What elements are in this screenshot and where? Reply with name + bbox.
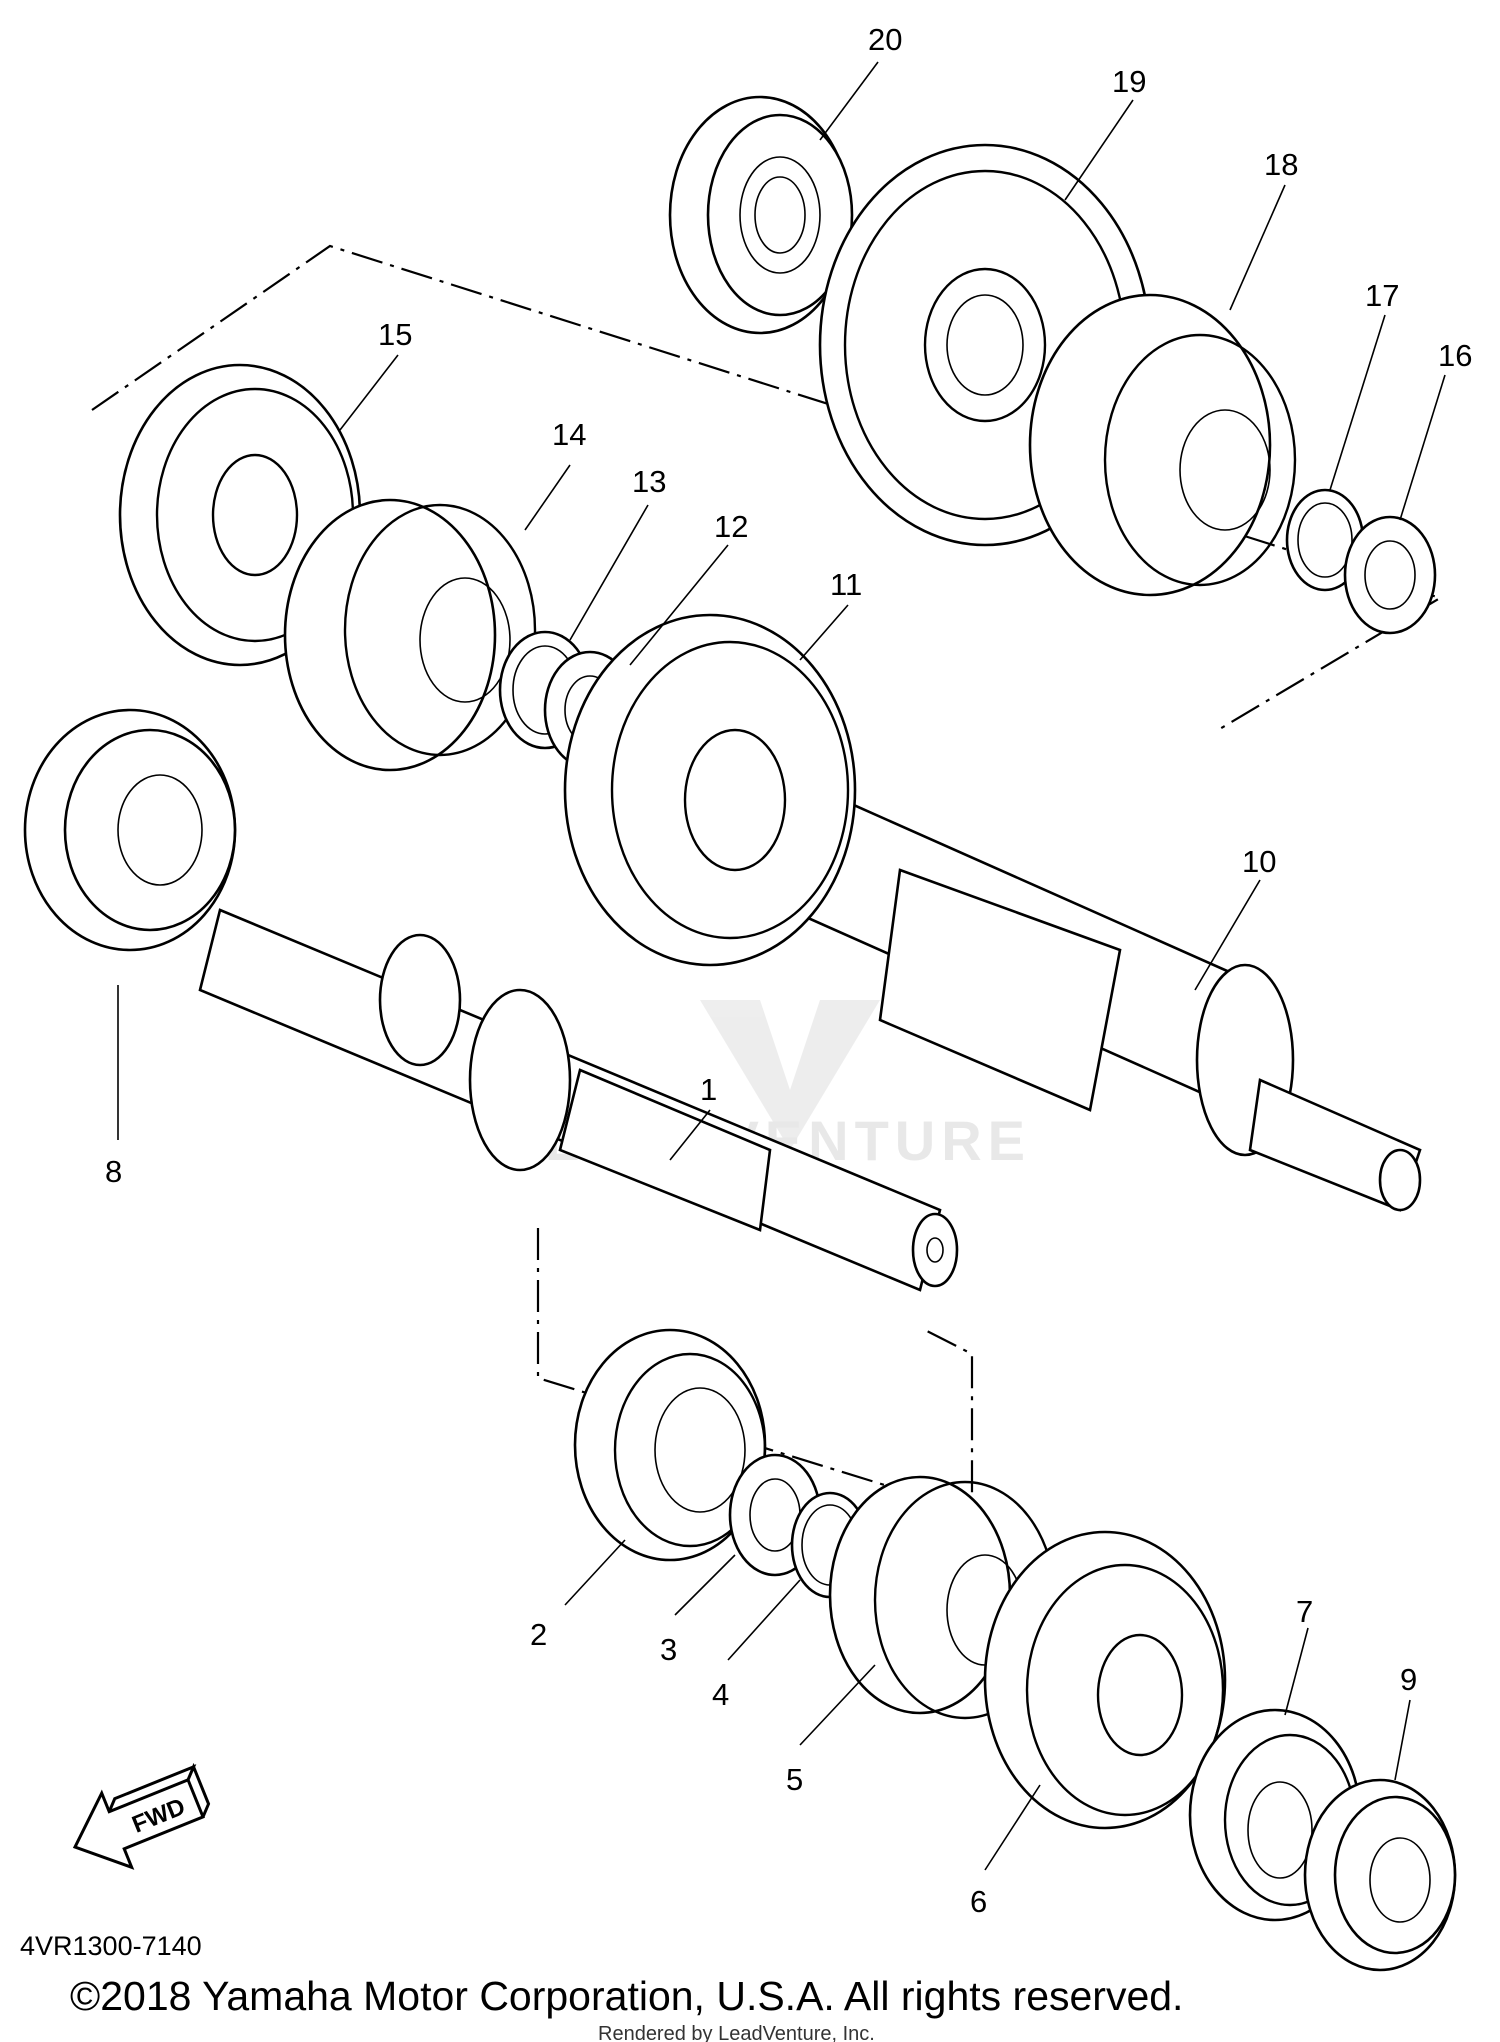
- assembly-outline-upper: [91, 244, 1443, 731]
- callout-11[interactable]: 11: [830, 567, 862, 602]
- callout-9[interactable]: 9: [1400, 1662, 1417, 1697]
- part-17-circlip: [1285, 488, 1365, 592]
- rendered-by-text: Rendered by LeadVenture, Inc.: [598, 2023, 875, 2042]
- callout-labels: 20 19 18 17 16 15 14 13 12 11 10 1 8 2 3…: [105, 22, 1472, 1919]
- callout-5[interactable]: 5: [786, 1762, 803, 1797]
- part-20-bearing: [668, 95, 854, 335]
- part-10-drive-axle: [788, 788, 1422, 1212]
- part-9-bearing: [1303, 1778, 1457, 1972]
- callout-8[interactable]: 8: [105, 1154, 122, 1189]
- diagram-code: 4VR1300-7140: [20, 1931, 202, 1961]
- callout-3[interactable]: 3: [660, 1632, 677, 1667]
- callout-4[interactable]: 4: [712, 1677, 729, 1712]
- part-1-main-axle: [198, 908, 959, 1292]
- fwd-arrow-icon: FWD: [72, 1762, 211, 1870]
- callout-10[interactable]: 10: [1242, 844, 1276, 879]
- part-6-gear: [983, 1530, 1227, 1830]
- callout-19[interactable]: 19: [1112, 64, 1146, 99]
- part-18-gear: [1028, 293, 1297, 597]
- part-14-gear: [283, 498, 537, 772]
- leader-lines: [117, 61, 1446, 1871]
- callout-15[interactable]: 15: [378, 317, 412, 352]
- callout-14[interactable]: 14: [552, 417, 586, 452]
- callout-18[interactable]: 18: [1264, 147, 1298, 182]
- part-8-bearing: [23, 708, 237, 952]
- callout-7[interactable]: 7: [1296, 1594, 1313, 1629]
- callout-1[interactable]: 1: [700, 1072, 717, 1107]
- callout-20[interactable]: 20: [868, 22, 902, 57]
- part-16-washer: [1343, 515, 1437, 635]
- callout-13[interactable]: 13: [632, 464, 666, 499]
- callout-6[interactable]: 6: [970, 1884, 987, 1919]
- part-2-gear: [573, 1328, 767, 1562]
- callout-2[interactable]: 2: [530, 1617, 547, 1652]
- copyright-text: ©2018 Yamaha Motor Corporation, U.S.A. A…: [70, 1973, 1183, 2019]
- callout-17[interactable]: 17: [1365, 278, 1399, 313]
- callout-16[interactable]: 16: [1438, 338, 1472, 373]
- callout-12[interactable]: 12: [714, 509, 748, 544]
- part-11-gear: [563, 613, 857, 967]
